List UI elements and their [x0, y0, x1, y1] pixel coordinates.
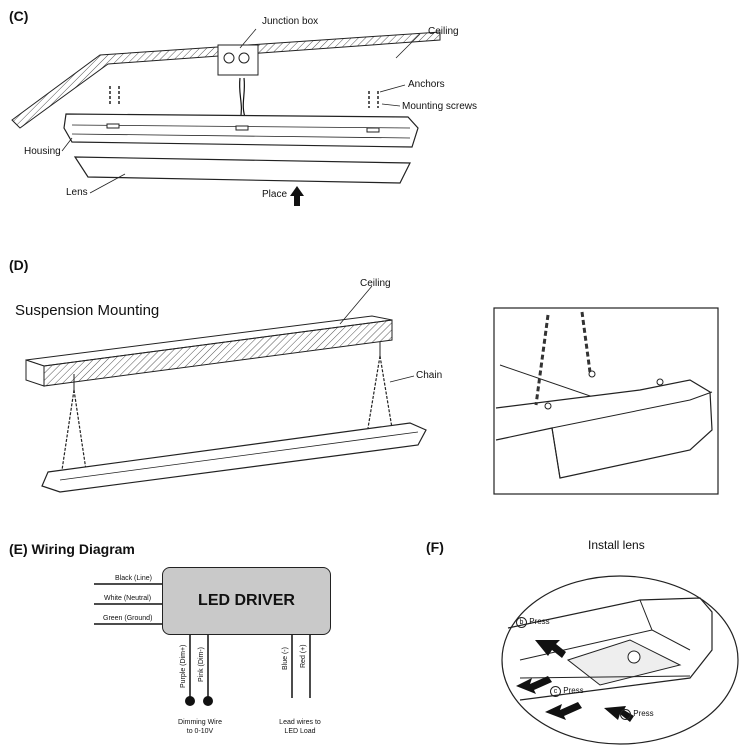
wire-label-black: Black (Line): [115, 575, 152, 582]
lead-note-line-1: Lead wires to: [279, 719, 321, 726]
callout-junction-box: Junction box: [262, 16, 319, 27]
callout-anchors: Anchors: [408, 79, 445, 90]
marker-b: b: [516, 617, 527, 628]
lead-wires-note: Lead wires to LED Load: [268, 718, 332, 736]
callout-chain: Chain: [416, 370, 443, 381]
led-driver-label: LED DRIVER: [198, 592, 295, 609]
place-arrow: [290, 186, 304, 206]
dimming-wire-note: Dimming Wire to 0-10V: [168, 718, 232, 736]
install-lens-title: Install lens: [588, 538, 645, 552]
section-e-label: (E) Wiring Diagram: [9, 541, 135, 557]
section-d-label: (D): [9, 257, 29, 273]
callout-lens: Lens: [66, 187, 88, 198]
wire-label-white: White (Neutral): [104, 595, 152, 602]
callout-ceiling-c: Ceiling: [428, 26, 459, 37]
ceiling-slab: [11, 31, 441, 129]
wire-label-green: Green (Ground): [103, 615, 153, 622]
dimming-note-line-1: Dimming Wire: [178, 719, 222, 726]
lens-body: [73, 156, 411, 184]
callout-mounting-screws: Mounting screws: [402, 101, 478, 112]
press-arrow-c: [516, 676, 552, 694]
section-f-label: (F): [426, 539, 444, 555]
press-c-callout: c Press: [550, 686, 584, 697]
suspension-mounting-title: Suspension Mounting: [15, 302, 160, 319]
press-a-label: Press: [633, 709, 654, 718]
dimming-note-line-2: to 0-10V: [186, 728, 214, 735]
press-b-label: Press: [529, 617, 550, 626]
press-b-callout: b Press: [516, 617, 550, 628]
press-c-label: Press: [563, 686, 584, 695]
section-c-label: (C): [9, 8, 29, 24]
callout-ceiling-d: Ceiling: [360, 278, 391, 289]
marker-a: a: [620, 709, 631, 720]
callout-housing: Housing: [24, 146, 61, 157]
marker-c: c: [550, 686, 561, 697]
led-driver-box: LED DRIVER: [162, 567, 331, 635]
press-arrow-c2: [545, 702, 582, 720]
press-arrow-b: [535, 640, 566, 658]
suspended-fixture: [41, 422, 427, 493]
press-a-callout: a Press: [620, 709, 654, 720]
callout-place: Place: [262, 189, 288, 200]
lead-note-line-2: LED Load: [284, 728, 316, 735]
